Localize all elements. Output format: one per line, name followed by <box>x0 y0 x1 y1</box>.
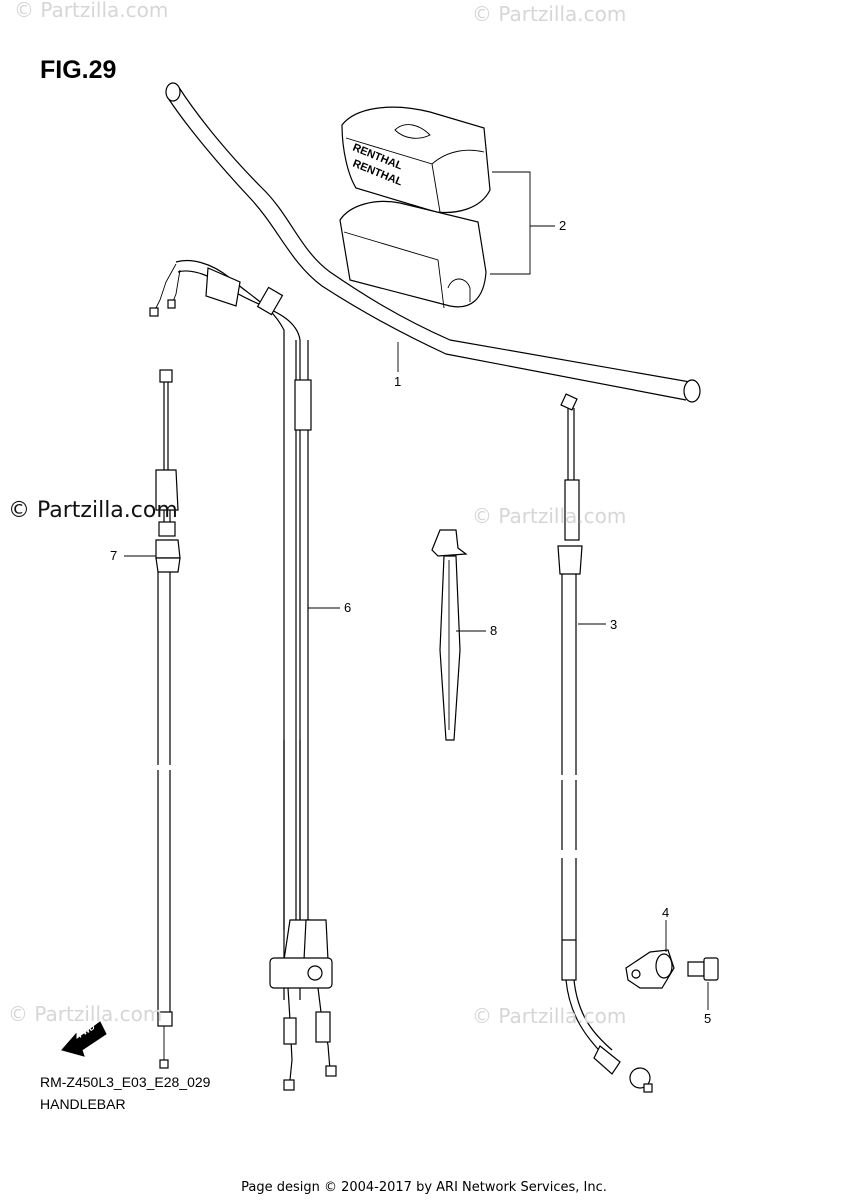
callout-5: 5 <box>704 1011 712 1026</box>
callout-2: 2 <box>559 218 567 233</box>
clutch-cable[interactable] <box>557 393 653 1093</box>
hot-start-cable[interactable] <box>155 369 181 1069</box>
callout-7: 7 <box>110 548 118 563</box>
fwd-arrow-icon <box>61 1021 107 1057</box>
watermark: © Partzilla.com <box>472 2 627 26</box>
diagram-caption: HANDLEBAR <box>40 1096 126 1112</box>
bolt[interactable] <box>687 957 719 981</box>
callout-1: 1 <box>394 374 402 389</box>
page-footer: Page design © 2004-2017 by ARI Network S… <box>241 1180 607 1195</box>
watermark: © Partzilla.com <box>8 498 178 523</box>
watermark: © Partzilla.com <box>472 504 627 528</box>
model-code: RM-Z450L3_E03_E28_029 <box>40 1074 211 1090</box>
cable-clamp[interactable] <box>625 949 675 989</box>
figure-title: FIG.29 <box>40 56 117 84</box>
handlebar-pad[interactable] <box>339 106 491 309</box>
callout-8: 8 <box>490 623 498 638</box>
throttle-cable[interactable] <box>149 259 337 1091</box>
callout-6: 6 <box>344 600 352 615</box>
cable-tie[interactable] <box>431 529 468 741</box>
watermark: © Partzilla.com <box>472 1004 627 1028</box>
callout-3: 3 <box>610 617 618 632</box>
callout-bracket-2 <box>490 171 555 275</box>
watermark: © Partzilla.com <box>14 0 169 22</box>
handlebar[interactable] <box>165 82 701 403</box>
watermark: © Partzilla.com <box>8 1002 163 1026</box>
callout-4: 4 <box>662 905 670 920</box>
